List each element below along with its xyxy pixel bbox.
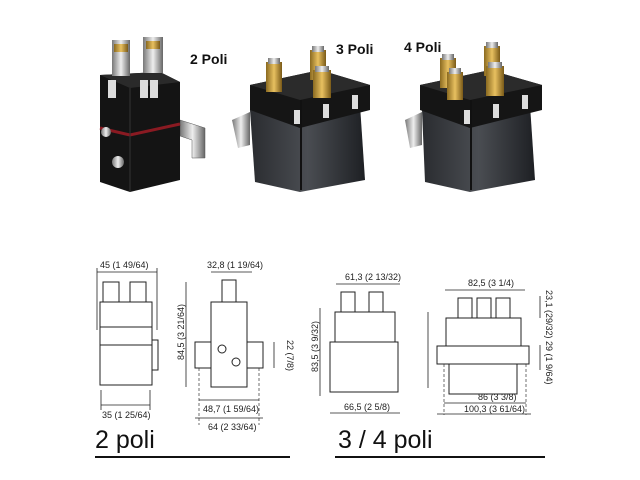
dim-34p-side-holes: 86 (3 3/8) bbox=[478, 392, 517, 402]
drawing-34-pole-front: 61,3 (2 13/32) 83,5 (3 9/32) 66,5 (2 5/8… bbox=[310, 272, 401, 414]
solenoid-2-pole-photo: 2 Poli bbox=[99, 37, 227, 192]
label-2-poli: 2 Poli bbox=[190, 51, 227, 67]
dim-2p-side-height: 84,5 (3 21/64) bbox=[176, 304, 186, 360]
solenoid-3-pole-photo: 3 Poli bbox=[232, 41, 373, 192]
dim-2p-front-base: 35 (1 25/64) bbox=[102, 410, 151, 420]
label-3-poli: 3 Poli bbox=[336, 41, 373, 57]
drawing-34-pole-side: 82,5 (3 1/4) 23,1 (29/32) 29 (1 9/64) 86… bbox=[427, 278, 554, 415]
dim-34p-side-total: 100,3 (3 61/64) bbox=[464, 404, 525, 414]
dim-2p-side-bracket: 22 (7/8) bbox=[285, 340, 295, 371]
dim-2p-front-width: 45 (1 49/64) bbox=[100, 260, 149, 270]
dim-34p-front-base: 66,5 (2 5/8) bbox=[344, 402, 390, 412]
dim-2p-side-top: 32,8 (1 19/64) bbox=[207, 260, 263, 270]
drawing-2-pole-side: 32,8 (1 19/64) 84,5 (3 21/64) 22 (7/8) 4… bbox=[176, 260, 295, 432]
dim-34p-side-terminal: 23,1 (29/32) bbox=[544, 290, 554, 339]
label-4-poli: 4 Poli bbox=[404, 39, 441, 55]
dim-2p-side-total: 64 (2 33/64) bbox=[208, 422, 257, 432]
dim-34p-side-bracket: 29 (1 9/64) bbox=[544, 341, 554, 385]
heading-3-4-poli: 3 / 4 poli bbox=[338, 426, 433, 454]
dim-34p-front-width: 61,3 (2 13/32) bbox=[345, 272, 401, 282]
drawing-2-pole-front: 45 (1 49/64) 35 (1 25/64) bbox=[96, 260, 159, 420]
dim-34p-front-height: 83,5 (3 9/32) bbox=[310, 321, 320, 372]
dim-34p-side-top: 82,5 (3 1/4) bbox=[468, 278, 514, 288]
dim-2p-side-holes: 48,7 (1 59/64) bbox=[203, 404, 259, 414]
solenoid-4-pole-photo: 4 Poli bbox=[404, 39, 542, 192]
heading-2-poli: 2 poli bbox=[95, 426, 155, 454]
